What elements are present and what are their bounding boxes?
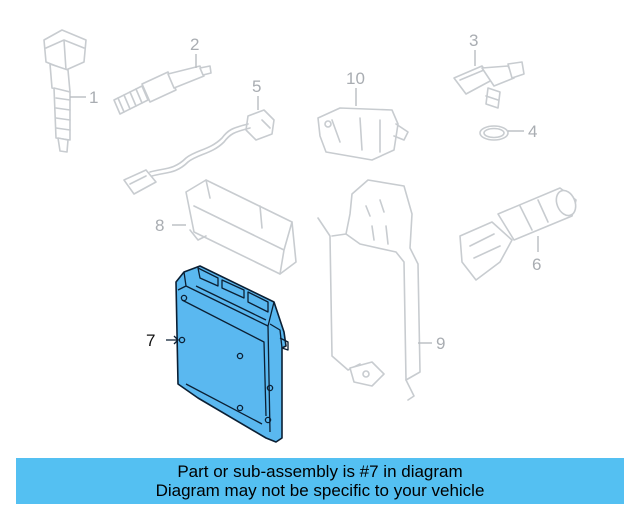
callout-1: 1	[89, 88, 98, 107]
callout-2: 2	[190, 35, 199, 54]
part-o-ring	[479, 125, 524, 141]
callout-5: 5	[252, 77, 261, 96]
callout-3: 3	[469, 31, 478, 50]
info-banner: Part or sub-assembly is #7 in diagram Di…	[16, 458, 624, 504]
banner-line-2: Diagram may not be specific to your vehi…	[155, 481, 485, 500]
part-mounting-bracket	[317, 179, 432, 401]
part-crankshaft-sensor	[459, 187, 577, 281]
callout-8: 8	[155, 216, 164, 235]
part-ignition-coil	[43, 29, 87, 153]
callout-6: 6	[532, 255, 541, 274]
banner-line-1: Part or sub-assembly is #7 in diagram	[177, 462, 463, 481]
part-ecu-cover	[172, 179, 297, 275]
callout-7: 7	[146, 331, 155, 350]
callout-10: 10	[346, 69, 365, 88]
part-ecu-highlighted[interactable]	[166, 265, 289, 443]
part-bracket-10	[317, 88, 409, 161]
part-spark-plug	[113, 54, 212, 115]
callout-9: 9	[436, 334, 445, 353]
part-camshaft-sensor	[453, 50, 525, 109]
callout-4: 4	[528, 122, 537, 141]
part-sensor-with-harness	[123, 96, 275, 195]
